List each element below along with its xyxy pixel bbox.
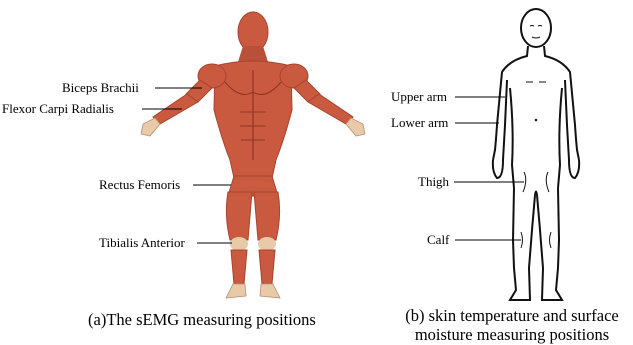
label-calf: Calf <box>427 232 449 247</box>
label-thigh: Thigh <box>418 174 449 189</box>
muscle-anatomy-figure <box>141 12 365 298</box>
label-rectus-femoris: Rectus Femoris <box>99 177 180 192</box>
label-biceps-brachii: Biceps Brachii <box>62 80 139 95</box>
label-upper-arm: Upper arm <box>391 89 447 104</box>
body-outline-figure <box>493 9 579 300</box>
caption-panel-a: (a)The sEMG measuring positions <box>88 310 316 329</box>
label-lower-arm: Lower arm <box>391 115 448 130</box>
caption-panel-b-line1: (b) skin temperature and surface <box>392 306 632 325</box>
label-flexor-carpi-radialis: Flexor Carpi Radialis <box>2 101 114 116</box>
label-tibialis-anterior: Tibialis Anterior <box>99 235 185 250</box>
caption-panel-b-line2: moisture measuring positions <box>392 325 632 344</box>
